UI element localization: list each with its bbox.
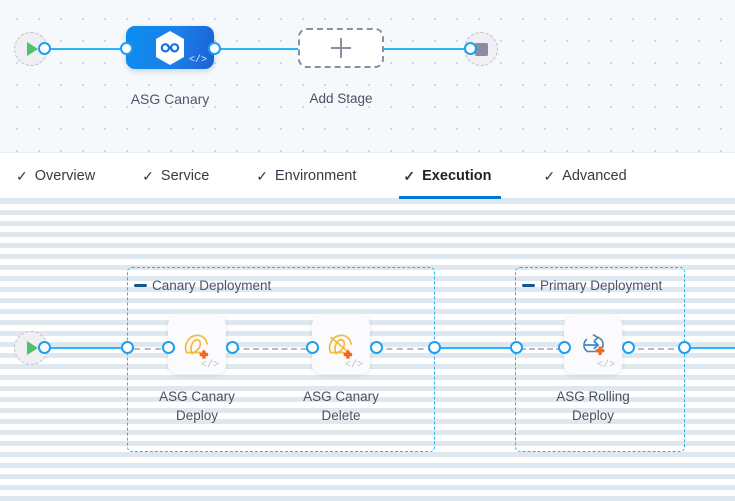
code-badge-icon: </> [344,360,363,371]
step-label-line2: Deploy [175,408,219,423]
step-label-line2: Deploy [571,408,615,423]
connector-primary-group-to-next [684,346,735,350]
connector-primary-group-exit [628,347,684,350]
step-label-asg-canary-deploy: ASG Canary Deploy [137,387,257,425]
asg-canary-deploy-icon [178,328,216,362]
harness-hexagon-infinity-icon [153,29,187,67]
tab-overview[interactable]: ✓ Overview [16,152,95,199]
plus-icon [331,38,351,58]
asg-canary-delete-icon [322,328,360,362]
primary-group-exit-endpoint[interactable] [678,341,691,354]
connector-canary-deploy-to-delete [234,347,316,350]
check-icon: ✓ [543,167,556,184]
step-label-asg-canary-delete: ASG Canary Delete [281,387,401,425]
stage-label-asg-canary: ASG Canary [130,91,210,107]
dash-icon[interactable] [134,284,147,287]
stage-config-tabs[interactable]: ✓ Overview ✓ Service ✓ Environment ✓ Exe… [0,152,735,199]
add-stage-label: Add Stage [309,91,373,106]
step-group-canary-deployment[interactable] [127,267,435,452]
add-stage-button[interactable] [298,28,384,68]
execution-canvas[interactable]: Canary Deployment [0,199,735,501]
connector-addstage-to-end [382,47,468,51]
tab-label: Advanced [562,167,627,184]
step-node-asg-rolling-deploy[interactable]: </> [564,316,622,374]
stop-icon [474,42,488,56]
tab-label: Environment [275,167,357,184]
connector-stage-to-addstage [210,47,302,51]
play-icon [27,341,38,355]
rolling-deploy-output-endpoint[interactable] [622,341,635,354]
canary-delete-input-endpoint[interactable] [306,341,319,354]
tab-label: Execution [422,167,492,184]
connector-start-to-canary-group [42,346,134,350]
canary-delete-output-endpoint[interactable] [370,341,383,354]
step-group-primary-deployment-header[interactable]: Primary Deployment [522,278,662,293]
step-node-asg-canary-delete[interactable]: </> [312,316,370,374]
stage-output-endpoint[interactable] [208,42,221,55]
tab-service[interactable]: ✓ Service [142,152,209,199]
play-icon [27,42,38,56]
end-node-endpoint[interactable] [464,42,477,55]
step-group-title: Primary Deployment [540,278,663,293]
primary-group-entry-endpoint[interactable] [510,341,523,354]
connector-canary-to-primary-group [434,346,520,350]
canary-deploy-input-endpoint[interactable] [162,341,175,354]
step-label-line1: ASG Rolling [556,389,630,404]
canary-group-exit-endpoint[interactable] [428,341,441,354]
dash-icon[interactable] [522,284,535,287]
step-group-title: Canary Deployment [152,278,272,293]
execution-start-endpoint[interactable] [38,341,51,354]
stage-node-asg-canary[interactable]: </> [126,26,214,69]
connector-primary-group-entry [520,347,562,350]
tab-active-indicator [399,196,502,199]
tab-execution[interactable]: ✓ Execution [399,152,502,199]
tab-label: Service [160,167,210,184]
step-label-line2: Delete [321,408,361,423]
step-label-line1: ASG Canary [303,389,379,404]
code-badge-icon: </> [596,360,615,371]
code-badge-icon: </> [188,55,207,66]
tab-advanced[interactable]: ✓ Advanced [543,152,626,199]
stage-input-endpoint[interactable] [120,42,133,55]
tab-environment[interactable]: ✓ Environment [256,152,356,199]
asg-rolling-deploy-icon [574,328,612,362]
rolling-deploy-input-endpoint[interactable] [558,341,571,354]
step-group-canary-deployment-header[interactable]: Canary Deployment [134,278,271,293]
connector-start-to-stage [42,47,132,51]
check-icon: ✓ [142,167,154,184]
start-node-endpoint[interactable] [38,42,51,55]
step-group-primary-deployment[interactable] [515,267,685,452]
connector-canary-group-entry [134,347,172,350]
check-icon: ✓ [16,167,28,184]
step-label-asg-rolling-deploy: ASG Rolling Deploy [533,387,653,425]
code-badge-icon: </> [200,360,219,371]
execution-start-node[interactable] [14,331,48,365]
canary-group-entry-endpoint[interactable] [121,341,134,354]
stage-canvas[interactable]: </> ASG Canary Add Stage [0,0,735,152]
canary-deploy-output-endpoint[interactable] [226,341,239,354]
check-icon: ✓ [403,167,416,184]
connector-canary-group-exit [376,347,434,350]
tab-label: Overview [34,167,96,184]
step-node-asg-canary-deploy[interactable]: </> [168,316,226,374]
check-icon: ✓ [256,167,268,184]
step-label-line1: ASG Canary [159,389,235,404]
